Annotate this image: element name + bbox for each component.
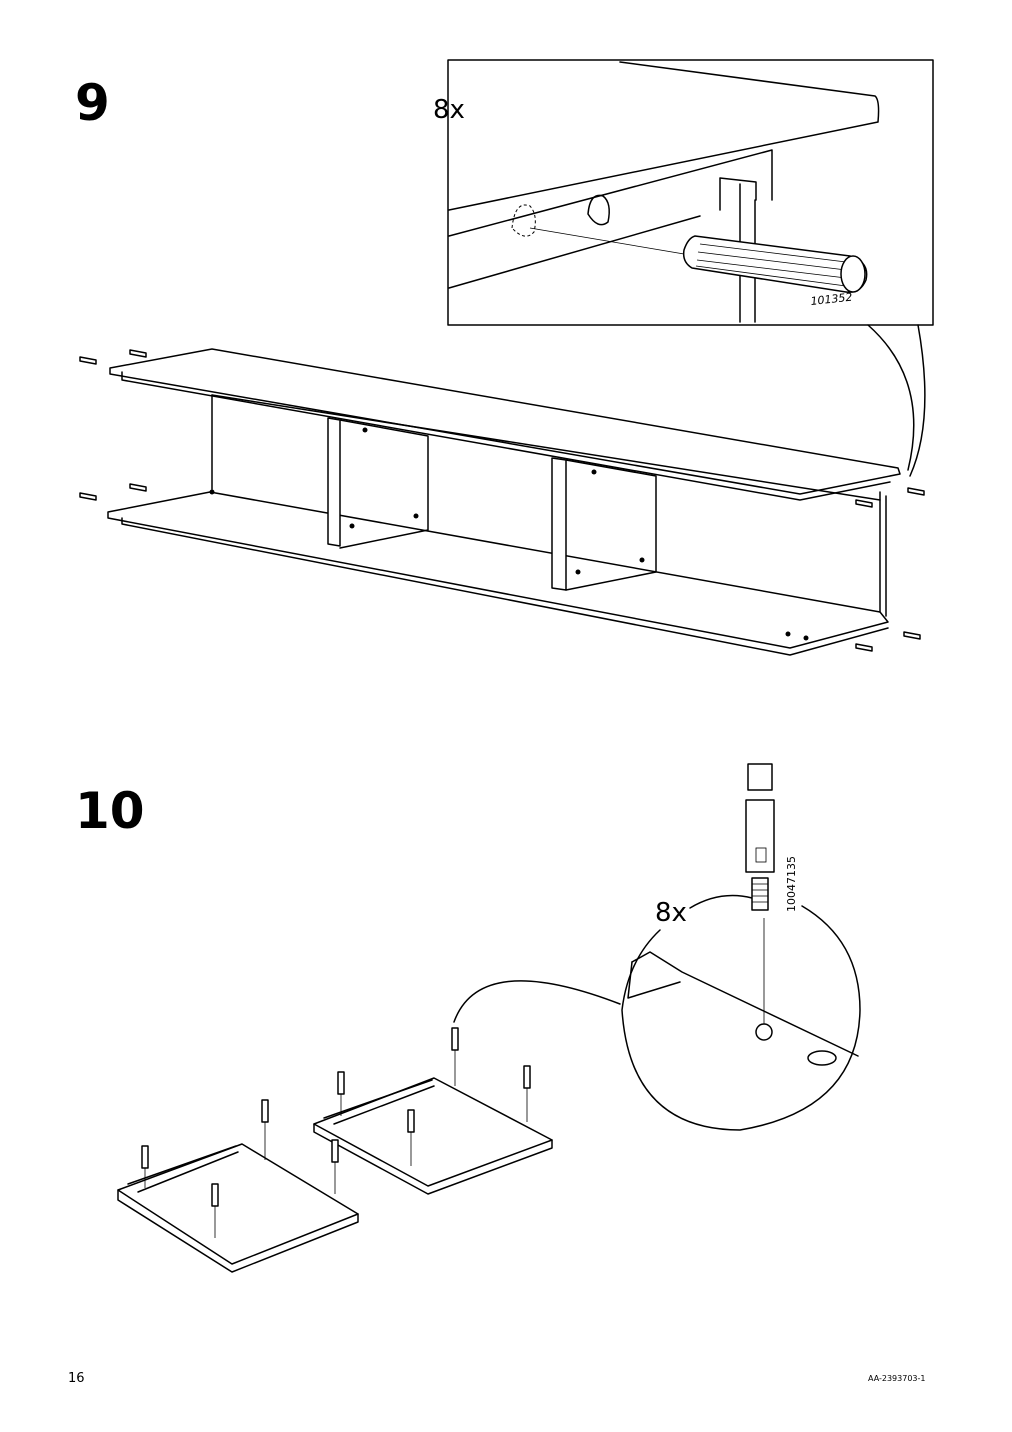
step10-boards xyxy=(117,1027,553,1273)
dowel-icon xyxy=(79,349,925,652)
step-number: 10 xyxy=(75,782,145,840)
cam-lock-dowel-icon xyxy=(745,763,775,911)
quantity-label: 8x xyxy=(433,95,465,125)
wooden-dowel-icon xyxy=(682,235,868,293)
quantity-label: 8x xyxy=(655,898,687,928)
part-number: 10047135 xyxy=(785,856,798,912)
step9-cabinet xyxy=(79,348,925,656)
page-number: 16 xyxy=(68,1371,85,1386)
step-number: 9 xyxy=(75,74,110,132)
document-code: AA-2393703-1 xyxy=(868,1374,926,1383)
step10-detail-circle xyxy=(453,763,861,1131)
connector-pin-icon xyxy=(141,1027,531,1238)
step9-detail-box xyxy=(447,59,934,477)
